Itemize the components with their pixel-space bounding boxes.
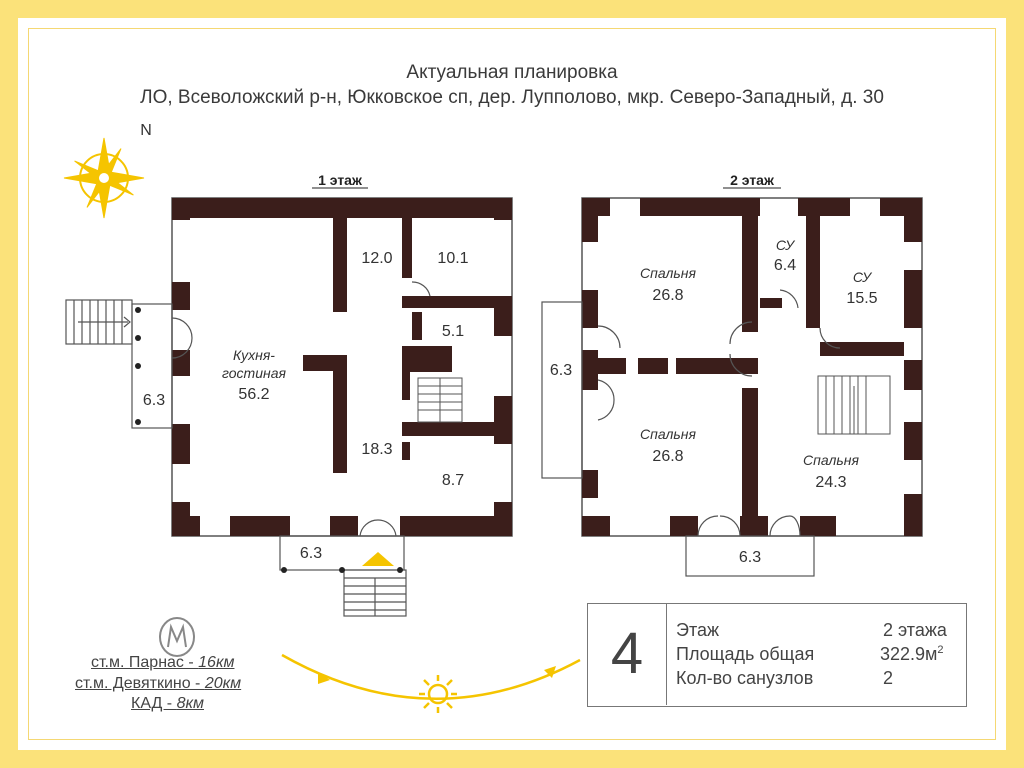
- bath-value: 2: [883, 668, 894, 688]
- room-8-area: 8.7: [442, 472, 464, 489]
- balcony-bottom-area: 6.3: [739, 549, 761, 566]
- kitchen-label-2: гостиная: [222, 365, 286, 381]
- bed2-area: 26.8: [652, 448, 683, 465]
- room-10-area: 10.1: [437, 250, 468, 267]
- hall-area: 18.3: [361, 441, 392, 458]
- area-label: Площадь общая: [676, 644, 815, 664]
- room-5-area: 5.1: [442, 323, 464, 340]
- porch-left-area: 6.3: [143, 392, 165, 409]
- floor-value: 2 этажа: [883, 620, 947, 640]
- porch-bottom-area: 6.3: [300, 545, 322, 562]
- compass-icon: N: [63, 122, 152, 219]
- bath2-label: СУ: [853, 269, 873, 285]
- bed3-area: 24.3: [815, 474, 846, 491]
- bed1-area: 26.8: [652, 287, 683, 304]
- bed2-label: Спальня: [640, 426, 696, 442]
- rooms-count: 4: [588, 604, 667, 705]
- inner-border: [28, 28, 996, 740]
- metro-icon: [159, 617, 195, 657]
- floor2-plan: Спальня 26.8 СУ 6.4 СУ 15.5 6.3 Спальня …: [541, 197, 923, 577]
- address-line: ЛО, Всеволожский р-н, Юкковское сп, дер.…: [140, 87, 884, 108]
- balcony-left-area: 6.3: [550, 362, 572, 379]
- bath1-area: 6.4: [774, 257, 796, 274]
- kitchen-area: 56.2: [238, 386, 269, 403]
- kitchen-label-1: Кухня-: [233, 347, 275, 363]
- entrance-arrow-icon: [362, 552, 394, 566]
- bath1-label: СУ: [776, 237, 796, 253]
- bed1-label: Спальня: [640, 265, 696, 281]
- info-table: 4 Этаж 2 этажа Площадь общая 322.9м2 Кол…: [587, 603, 967, 707]
- floor2-label: 2 этаж: [730, 172, 775, 188]
- area-value: 322.9м2: [880, 644, 944, 664]
- metro-parnas: ст.м. Парнас - 16км: [91, 654, 235, 671]
- sun-path: [281, 653, 581, 701]
- floor1-plan: Кухня- гостиная 56.2 6.3 12.0 10.1 5.1 1…: [65, 197, 513, 617]
- sun-icon: [419, 675, 457, 713]
- plan-title: Актуальная планировка: [406, 62, 618, 83]
- bed3-label: Спальня: [803, 452, 859, 468]
- kad-distance: КАД - 8км: [131, 695, 204, 712]
- bath2-area: 15.5: [846, 290, 877, 307]
- floor1-label: 1 этаж: [318, 172, 363, 188]
- room-12-area: 12.0: [361, 250, 392, 267]
- metro-devyatkino: ст.м. Девяткино - 20км: [75, 675, 242, 692]
- bath-label: Кол-во санузлов: [676, 668, 814, 688]
- floor-label: Этаж: [676, 620, 720, 640]
- north-label: N: [140, 122, 152, 139]
